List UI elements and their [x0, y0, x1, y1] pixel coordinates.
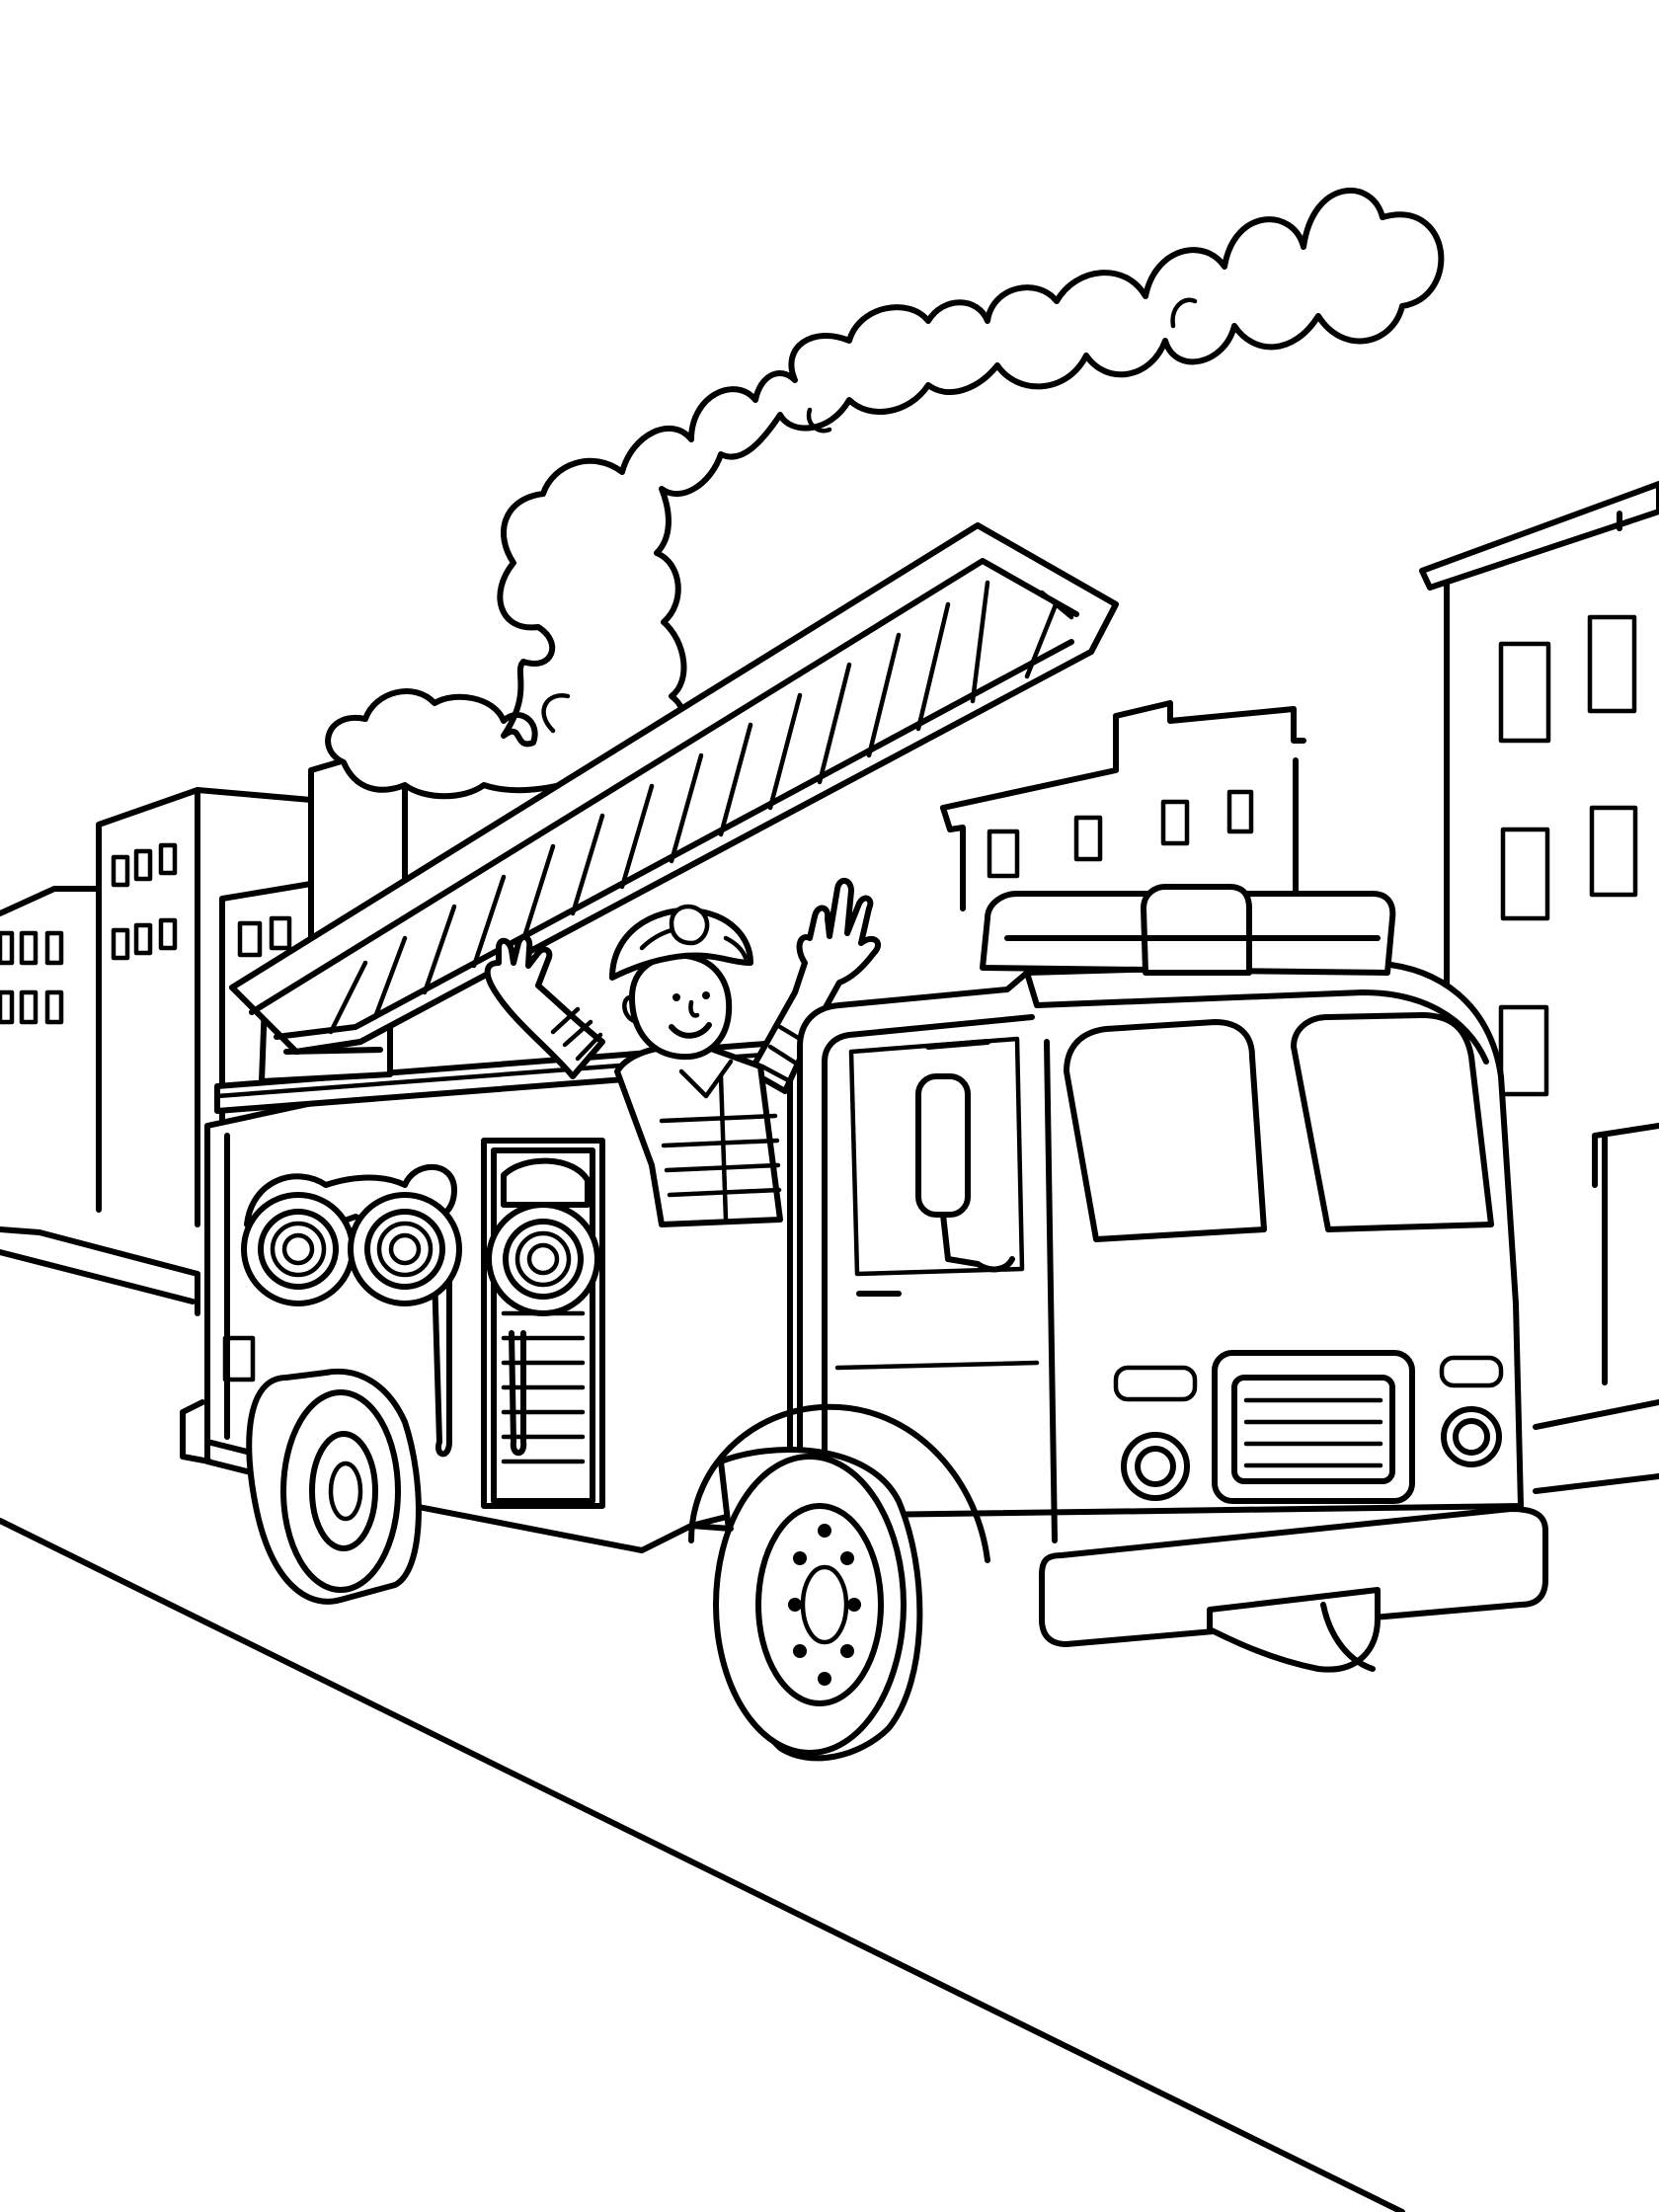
- truck-cab: [797, 960, 1548, 1647]
- fire-truck: [180, 522, 1548, 1762]
- hose-reel-middle: [348, 1192, 462, 1306]
- firefighter: [484, 878, 882, 1227]
- light-bar: [980, 884, 1396, 976]
- front-right-wheel: [1207, 1587, 1381, 1673]
- rear-wheel: [246, 1368, 422, 1605]
- lug-nuts: [788, 1524, 861, 1686]
- front-grille: [1212, 1350, 1415, 1504]
- buildings-right: [940, 481, 1659, 1494]
- smoke-cloud: [325, 187, 1445, 800]
- aerial-ladder: [229, 522, 1119, 1055]
- hose-reel-right: [486, 1157, 600, 1316]
- road-lines: [0, 1518, 1405, 2212]
- front-wheel: [688, 1403, 990, 1762]
- ladder-rungs: [328, 580, 1074, 1035]
- headlights: [1113, 1355, 1504, 1501]
